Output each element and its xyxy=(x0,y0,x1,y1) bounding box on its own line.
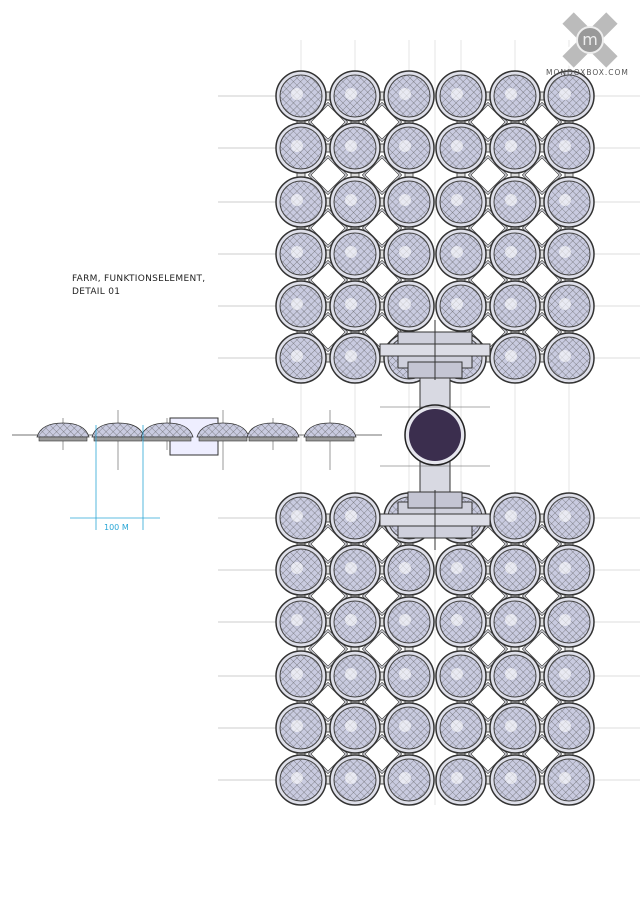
dome-highlight xyxy=(399,772,411,784)
dome-highlight xyxy=(345,614,357,626)
dome-highlight xyxy=(451,194,463,206)
dome-highlight xyxy=(559,614,571,626)
dome-highlight xyxy=(291,350,303,362)
dome-highlight xyxy=(345,772,357,784)
elevation-dome xyxy=(140,422,194,438)
dome-highlight xyxy=(451,246,463,258)
hub-core xyxy=(409,409,461,461)
dome-highlight xyxy=(505,246,517,258)
dome-highlight xyxy=(291,246,303,258)
dome-highlight xyxy=(291,668,303,680)
dome-highlight xyxy=(399,246,411,258)
dome-highlight xyxy=(451,88,463,100)
dome-highlight xyxy=(559,562,571,574)
dome-highlight xyxy=(345,350,357,362)
dome-highlight xyxy=(559,246,571,258)
central-hub xyxy=(379,320,491,550)
dome-highlight xyxy=(505,194,517,206)
dome-highlight xyxy=(345,720,357,732)
dome-highlight xyxy=(345,140,357,152)
dome-highlight xyxy=(291,194,303,206)
dome-highlight xyxy=(291,140,303,152)
dome-highlight xyxy=(559,350,571,362)
dome-highlight xyxy=(505,668,517,680)
elevation-base xyxy=(93,436,143,442)
dome-highlight xyxy=(291,510,303,522)
dome-highlight xyxy=(291,720,303,732)
dome-highlight xyxy=(451,668,463,680)
dome-highlight xyxy=(399,668,411,680)
dome-highlight xyxy=(505,510,517,522)
dome-highlight xyxy=(291,772,303,784)
dome-highlight xyxy=(559,772,571,784)
dome-highlight xyxy=(451,720,463,732)
dome-highlight xyxy=(451,562,463,574)
elevation-base xyxy=(248,436,298,442)
elevation-base xyxy=(198,436,248,442)
elevation-base xyxy=(38,436,88,442)
elevation-dome xyxy=(196,422,250,438)
dome-highlight xyxy=(345,194,357,206)
dome-highlight xyxy=(559,720,571,732)
dome-highlight xyxy=(345,246,357,258)
dome-highlight xyxy=(505,772,517,784)
dome-highlight xyxy=(345,668,357,680)
dome-highlight xyxy=(559,140,571,152)
plan-view xyxy=(275,70,595,806)
dome-highlight xyxy=(291,614,303,626)
dome-highlight xyxy=(559,510,571,522)
dome-highlight xyxy=(399,88,411,100)
elevation-dome xyxy=(36,422,90,438)
dome-highlight xyxy=(345,88,357,100)
dome-highlight xyxy=(399,720,411,732)
dome-highlight xyxy=(399,562,411,574)
dome-highlight xyxy=(291,88,303,100)
title-line-2: DETAIL 01 xyxy=(72,287,121,297)
elevation-dome xyxy=(303,422,357,438)
dome-highlight xyxy=(399,140,411,152)
watermark-logo: m xyxy=(559,9,621,71)
elevation-dome xyxy=(91,422,145,438)
dome-highlight xyxy=(559,298,571,310)
scale-label: 100 M xyxy=(104,523,129,532)
svg-text:m: m xyxy=(582,30,598,49)
dome-highlight xyxy=(451,614,463,626)
dome-highlight xyxy=(505,614,517,626)
dome-highlight xyxy=(399,194,411,206)
title-line-1: FARM, FUNKTIONSELEMENT, xyxy=(72,274,206,284)
dome-highlight xyxy=(505,88,517,100)
watermark-text: MONDOXBOX.COM xyxy=(546,68,629,77)
dome-highlight xyxy=(451,298,463,310)
dome-highlight xyxy=(559,88,571,100)
dome-highlight xyxy=(451,772,463,784)
dome-highlight xyxy=(399,614,411,626)
dome-highlight xyxy=(505,720,517,732)
scale-bar xyxy=(70,425,160,530)
dome-highlight xyxy=(451,140,463,152)
side-elevation xyxy=(12,410,382,470)
dome-highlight xyxy=(505,350,517,362)
dome-highlight xyxy=(559,194,571,206)
dome-highlight xyxy=(345,298,357,310)
dome-highlight xyxy=(345,510,357,522)
dome-highlight xyxy=(345,562,357,574)
dome-highlight xyxy=(505,140,517,152)
dome-highlight xyxy=(505,298,517,310)
elevation-base xyxy=(305,436,355,442)
elevation-dome xyxy=(246,422,300,438)
dome-highlight xyxy=(291,298,303,310)
drawing-title: FARM, FUNKTIONSELEMENT, DETAIL 01 xyxy=(72,273,205,299)
dome-highlight xyxy=(399,298,411,310)
elevation-base xyxy=(142,436,192,442)
dome-highlight xyxy=(559,668,571,680)
dome-highlight xyxy=(291,562,303,574)
dome-highlight xyxy=(505,562,517,574)
